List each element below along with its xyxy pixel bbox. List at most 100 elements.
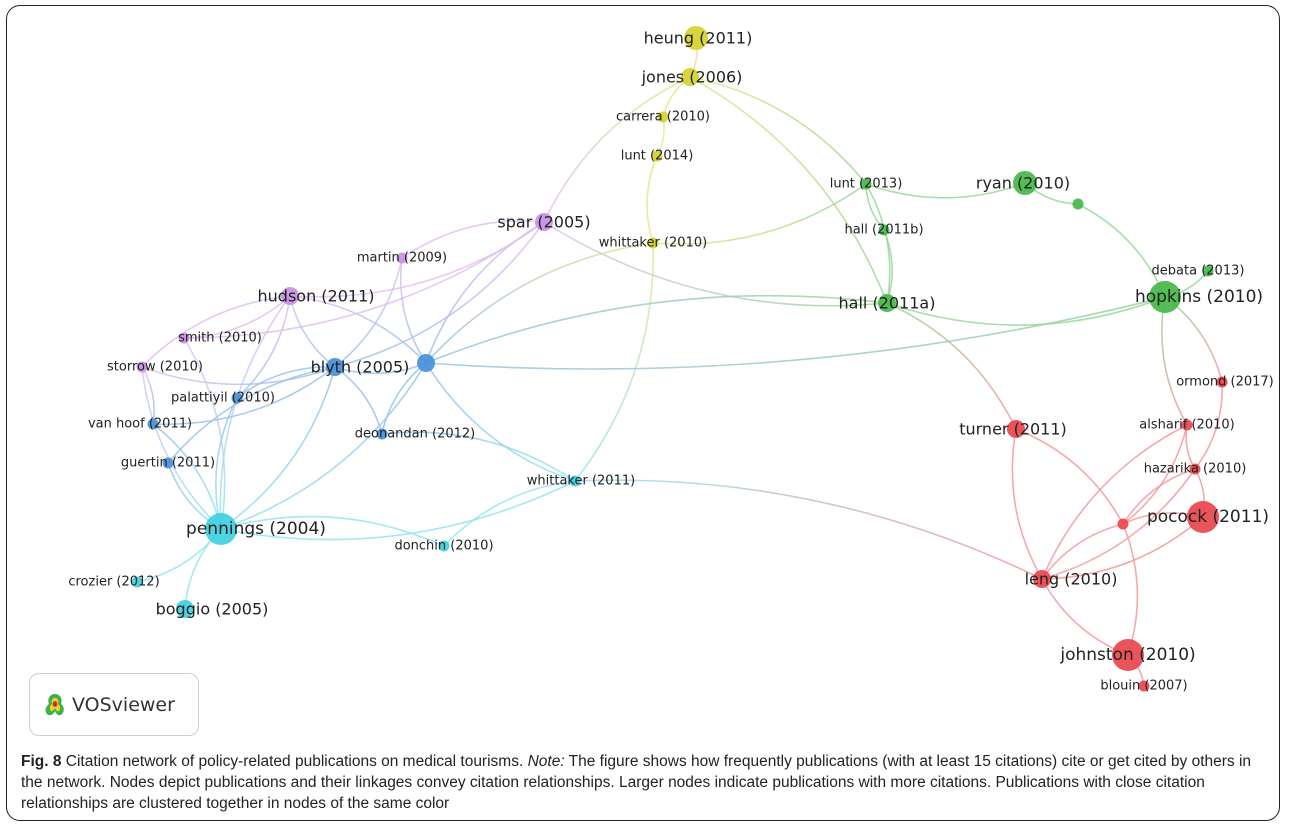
node-redsmall[interactable] — [1117, 518, 1129, 530]
node-greensmall[interactable] — [1072, 198, 1084, 210]
citation-network: heung (2011)jones (2006)carrera (2010)lu… — [68, 26, 1274, 694]
label-heung: heung (2011) — [644, 29, 753, 48]
edge-alsharif-leng — [1041, 424, 1188, 580]
edge-whittaker2010-lunt2013 — [652, 183, 867, 245]
label-pennings: pennings (2004) — [186, 519, 326, 539]
edge-whittaker2010-bluehub — [425, 242, 654, 364]
node-blyth[interactable] — [326, 358, 344, 376]
node-vanhoof[interactable] — [147, 418, 159, 430]
node-guertin[interactable] — [162, 457, 174, 469]
edge-spar-hall2011a — [543, 221, 888, 307]
edge-blyth-vanhoof — [152, 366, 336, 426]
label-hopkins: hopkins (2010) — [1135, 287, 1263, 307]
edge-whittaker2011-donchin — [443, 480, 576, 547]
node-spar[interactable] — [535, 213, 553, 231]
node-whittaker2010[interactable] — [647, 237, 659, 249]
node-hopkins[interactable] — [1149, 281, 1181, 313]
edge-spar-smith — [183, 221, 545, 339]
edge-martin-blyth — [334, 257, 403, 368]
node-heung[interactable] — [684, 26, 708, 50]
edge-storrow-pennings — [141, 366, 222, 530]
edge-jones-hall2011a — [689, 76, 888, 304]
node-boggio[interactable] — [176, 600, 194, 618]
edge-bluehub-hall2011a — [425, 294, 888, 364]
edge-leng-johnston — [1041, 578, 1129, 656]
edge-whittaker2011-leng — [574, 479, 1043, 580]
edge-redsmall-leng — [1041, 523, 1124, 580]
edge-turner-leng — [1011, 428, 1043, 580]
label-alsharif: alsharif (2010) — [1139, 418, 1234, 433]
node-hall2011a[interactable] — [878, 294, 896, 312]
label-leng: leng (2010) — [1025, 570, 1118, 589]
node-alsharif[interactable] — [1181, 419, 1193, 431]
node-martin[interactable] — [396, 252, 408, 264]
edge-hall2011a-turner — [886, 302, 1017, 430]
label-vanhoof: van hoof (2011) — [88, 417, 192, 432]
network-labels: heung (2011)jones (2006)carrera (2010)lu… — [68, 29, 1273, 694]
node-carrera[interactable] — [657, 111, 669, 123]
label-whittaker2010: whittaker (2010) — [599, 236, 707, 251]
label-smith: smith (2010) — [178, 331, 262, 346]
edge-hudson-pennings — [219, 295, 291, 530]
edge-blyth-bluehub — [334, 362, 427, 375]
edge-storrow-blyth — [141, 366, 336, 386]
edge-bluehub-pennings — [220, 362, 427, 530]
node-johnston[interactable] — [1112, 639, 1144, 671]
label-guertin: guertin (2011) — [121, 456, 215, 471]
vosviewer-logo-text: VOSviewer — [72, 693, 175, 716]
node-smith[interactable] — [178, 332, 190, 344]
node-donchin[interactable] — [438, 540, 450, 552]
node-lunt2013[interactable] — [860, 178, 872, 190]
node-storrow[interactable] — [136, 361, 148, 373]
label-martin: martin (2009) — [357, 251, 447, 266]
edge-hopkins-alsharif — [1161, 296, 1188, 426]
edge-blyth-palattiyil — [236, 366, 336, 399]
edge-bluehub-hopkins — [425, 296, 1166, 370]
node-blouin[interactable] — [1138, 680, 1150, 692]
edge-martin-bluehub — [399, 257, 427, 364]
label-turner: turner (2011) — [959, 420, 1067, 439]
node-debata[interactable] — [1202, 265, 1214, 277]
node-turner[interactable] — [1007, 420, 1025, 438]
node-hudson[interactable] — [281, 287, 299, 305]
edge-hudson-storrow — [141, 295, 291, 368]
label-pocock: pocock (2011) — [1147, 507, 1269, 527]
node-pocock[interactable] — [1187, 501, 1219, 533]
caption-note: The figure shows how frequently publicat… — [21, 753, 1252, 812]
network-nodes — [131, 26, 1228, 692]
node-hazarika[interactable] — [1189, 463, 1201, 475]
figure-caption: Fig. 8 Citation network of policy-relate… — [21, 751, 1269, 814]
network-edges — [136, 37, 1223, 687]
edge-pennings-donchin — [220, 515, 445, 547]
label-ryan: ryan (2010) — [976, 174, 1070, 193]
node-palattiyil[interactable] — [231, 392, 243, 404]
edge-spar-blyth — [334, 221, 545, 368]
edge-lunt2013-ryan — [865, 182, 1026, 199]
node-deonandan[interactable] — [376, 428, 388, 440]
edge-blyth-guertin — [167, 366, 336, 464]
edge-bluehub-spar — [425, 221, 545, 364]
edge-ormond-hazarika — [1194, 381, 1223, 470]
node-ryan[interactable] — [1013, 171, 1037, 195]
label-deonandan: deonandan (2012) — [355, 427, 475, 442]
caption-title: Citation network of policy-related publi… — [65, 753, 524, 770]
edge-smith-pennings — [183, 337, 226, 530]
edge-lunt2014-whittaker2010 — [646, 155, 658, 244]
edge-blyth-deonandan — [334, 366, 383, 435]
edge-hudson-palattiyil — [236, 295, 291, 399]
node-hall2011b[interactable] — [878, 224, 890, 236]
node-lunt2014[interactable] — [651, 150, 663, 162]
node-bluehub[interactable] — [417, 354, 435, 372]
node-leng[interactable] — [1033, 570, 1051, 588]
edge-turner-redsmall — [1015, 428, 1124, 525]
label-crozier: crozier (2012) — [68, 575, 159, 590]
edge-hall2011a-hopkins — [886, 296, 1166, 326]
node-jones[interactable] — [681, 68, 699, 86]
node-ormond[interactable] — [1216, 376, 1228, 388]
node-whittaker2011[interactable] — [569, 475, 581, 487]
node-pennings[interactable] — [205, 513, 237, 545]
label-palattiyil: palattiyil (2010) — [171, 391, 275, 406]
edge-jones-lunt2013 — [689, 76, 867, 185]
node-crozier[interactable] — [131, 576, 143, 588]
figure-frame: heung (2011)jones (2006)carrera (2010)lu… — [6, 5, 1280, 821]
